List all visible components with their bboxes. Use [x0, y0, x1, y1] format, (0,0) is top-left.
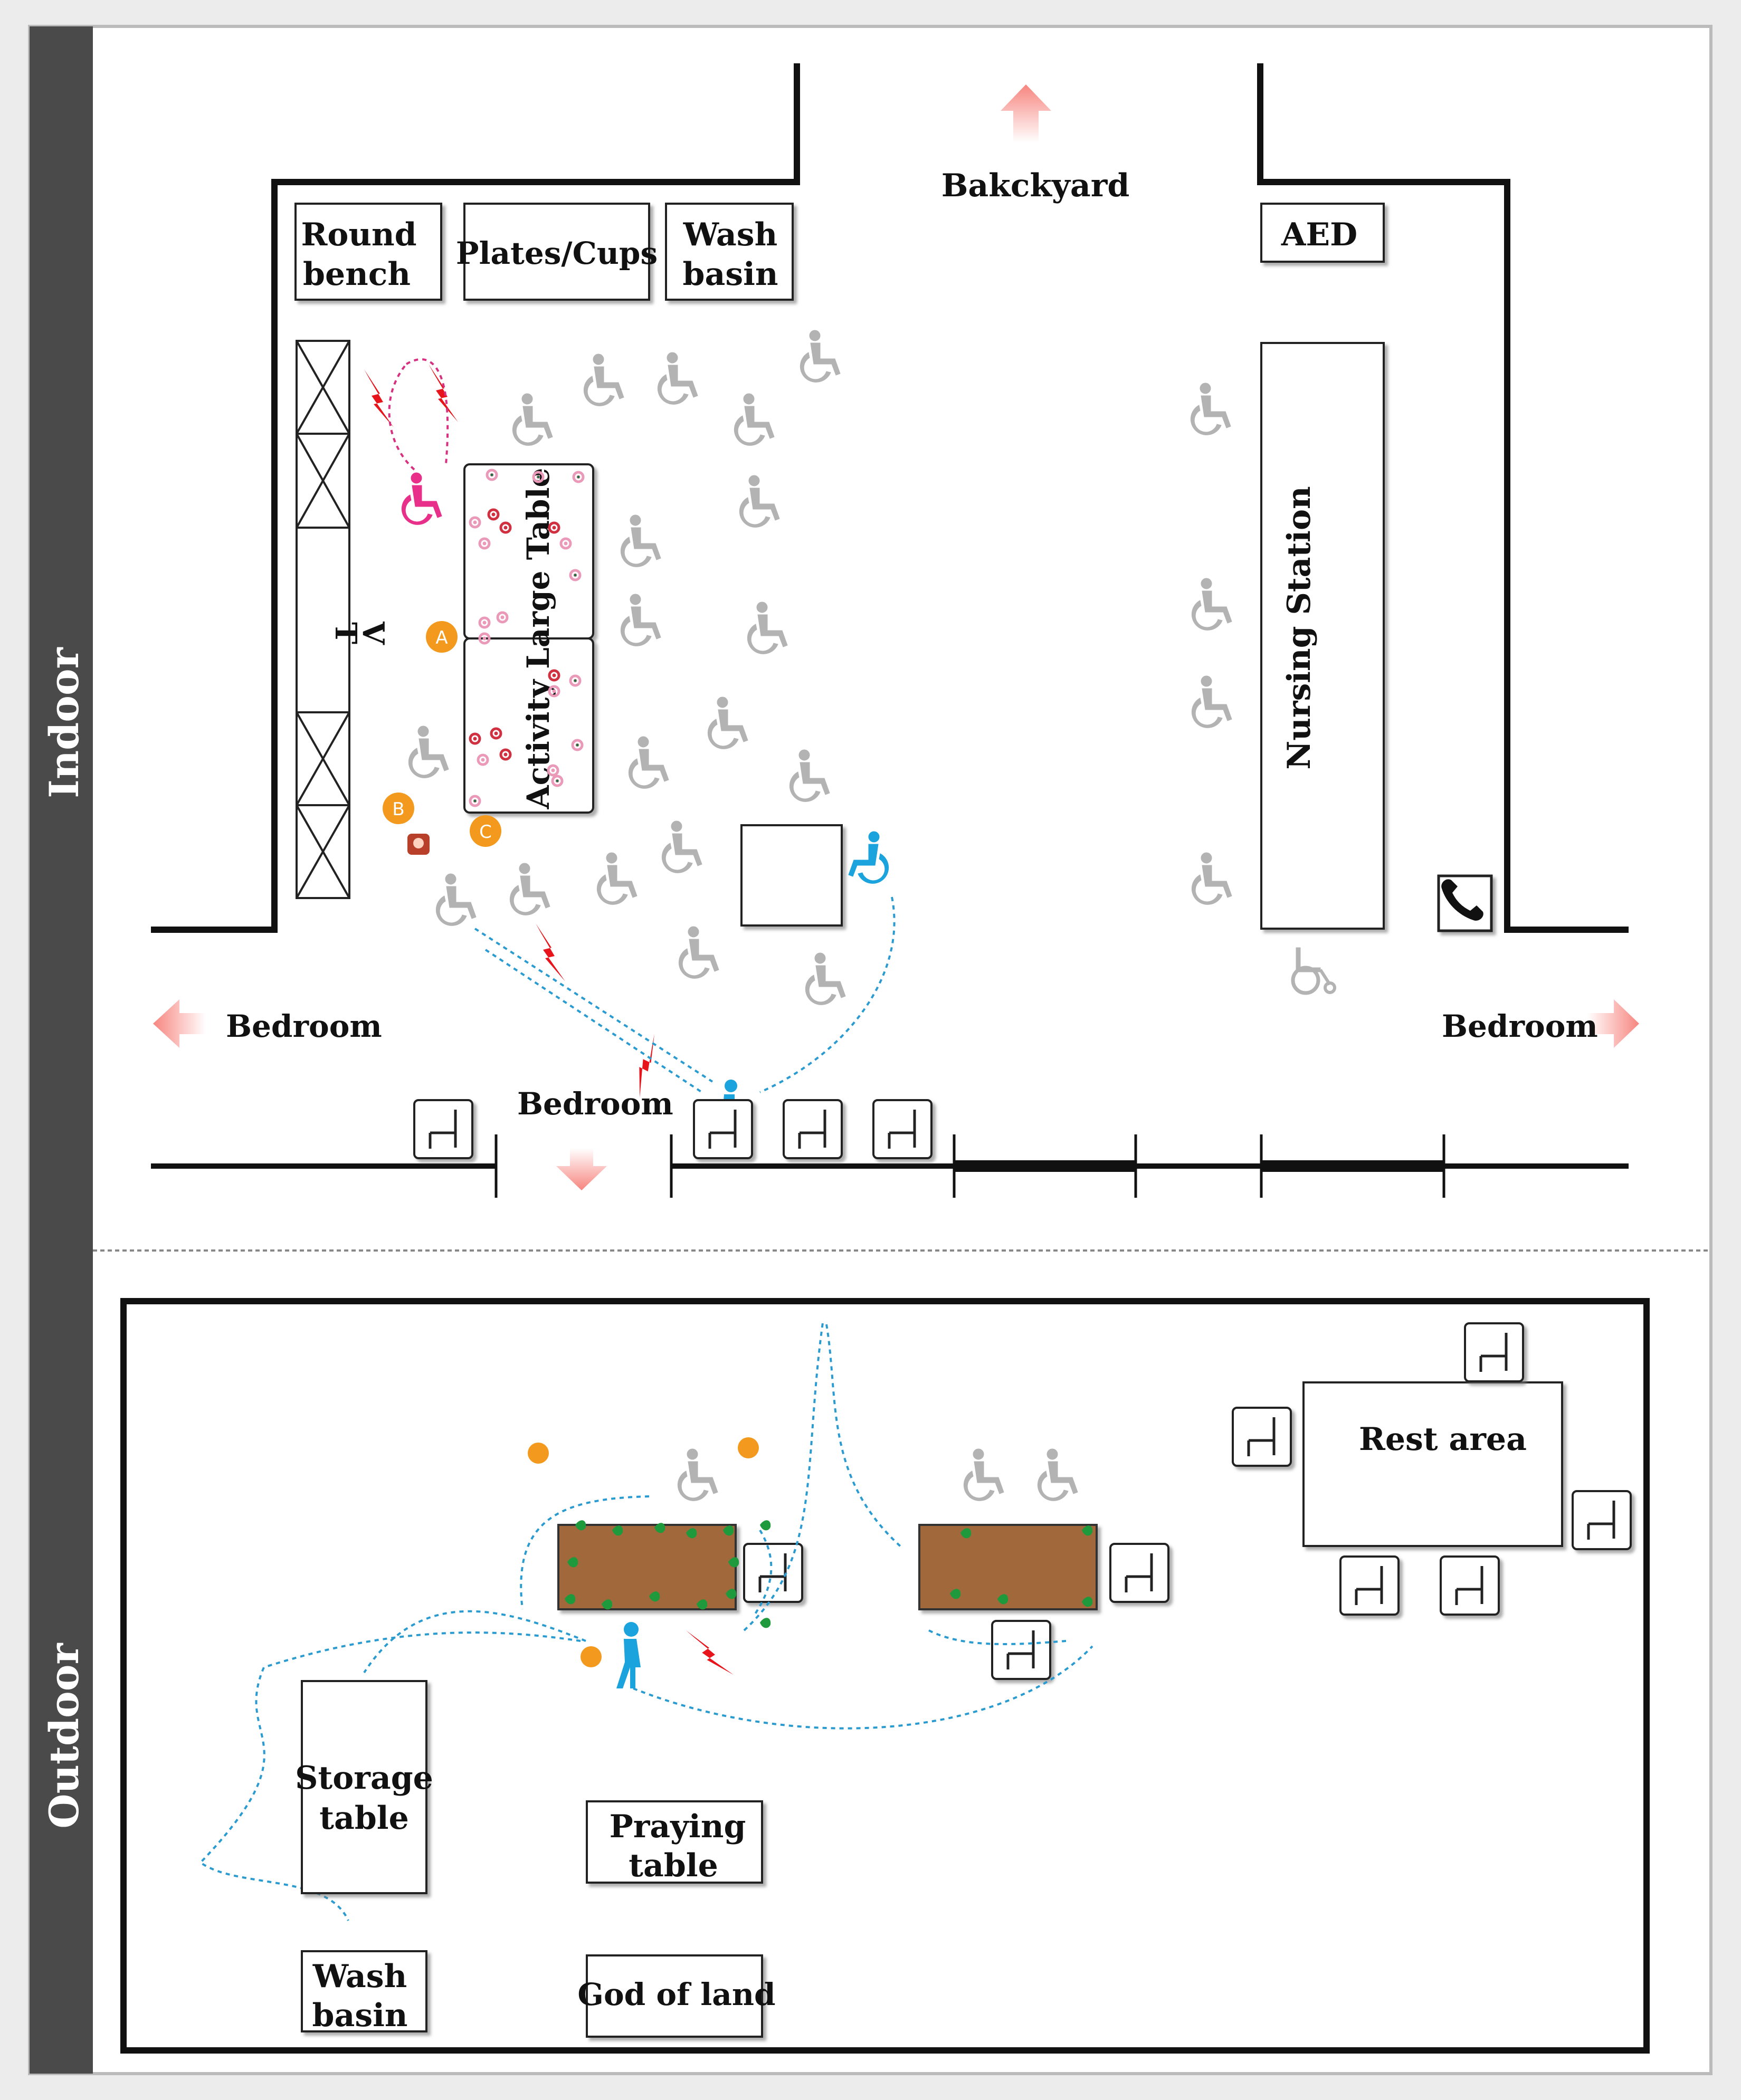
phone-icon	[1437, 874, 1493, 932]
wash-basin-label-2: basin	[682, 256, 778, 293]
bedroom-bottom-label: Bedroom	[517, 1086, 673, 1122]
outdoor-sidebar	[30, 1251, 93, 2074]
tv-letter-v: V	[356, 621, 391, 645]
outdoor-orange-markers	[528, 1437, 759, 1667]
nursing-station-label: Nursing Station	[1281, 486, 1318, 769]
aed-label: AED	[1281, 216, 1357, 253]
orange-markers: A B C	[383, 621, 501, 847]
marker-c: C	[479, 822, 492, 843]
square-table	[740, 824, 843, 927]
nursing-station-box	[1260, 342, 1385, 930]
indoor-walls	[151, 63, 1629, 1172]
bedroom-right-arrow	[1587, 999, 1639, 1048]
outdoor-wash-basin-label: Wash	[312, 1958, 407, 1995]
praying-table-box	[586, 1800, 763, 1884]
outer-frame	[28, 25, 1713, 2075]
blue-paths-outdoor	[198, 1319, 1093, 1921]
indoor-sidebar	[30, 26, 93, 1251]
aed-box	[1260, 203, 1385, 263]
bedroom-bottom-arrow	[556, 1148, 607, 1190]
blue-walking-person-icon	[616, 1622, 641, 1688]
activity-table-bottom	[463, 637, 594, 814]
indoor-label: Indoor	[41, 647, 88, 798]
plates-cups-label: Plates/Cups	[456, 235, 658, 271]
rest-area-label: Rest area	[1359, 1421, 1527, 1458]
planter-left	[557, 1524, 737, 1610]
wash-basin-box	[665, 203, 794, 301]
outdoor-wash-basin-label-2: basin	[312, 1997, 407, 2034]
storage-table-label-2: table	[319, 1800, 409, 1837]
bedroom-right-label: Bedroom	[1442, 1008, 1598, 1044]
blue-paths-indoor	[474, 896, 896, 1093]
plates-cups-box	[463, 203, 650, 301]
outdoor-label: Outdoor	[41, 1643, 88, 1828]
planter-right	[918, 1524, 1098, 1610]
flower-pot-icon	[407, 834, 430, 855]
rest-area-box	[1302, 1381, 1563, 1547]
god-of-land-box	[586, 1954, 763, 2038]
god-of-land-label: God of land	[577, 1977, 775, 2012]
praying-table-label-2: table	[629, 1847, 718, 1884]
pink-interaction-paths	[388, 358, 449, 471]
activity-table-label: Activity Large Table	[520, 468, 556, 810]
marker-b: B	[392, 799, 404, 820]
tv-letter-t: T	[328, 622, 363, 644]
outdoor-wash-basin-box	[301, 1950, 427, 2032]
backyard-label: Bakckyard	[941, 167, 1130, 204]
praying-table-label: Praying	[610, 1808, 746, 1845]
round-bench-box	[294, 203, 442, 301]
outdoor-boundary	[120, 1298, 1650, 2054]
backyard-arrow	[1001, 84, 1051, 142]
wall-ticks	[494, 1134, 1445, 1198]
round-bench-label: Round	[301, 216, 416, 253]
wash-basin-label: Wash	[683, 216, 777, 253]
marker-a: A	[435, 627, 448, 648]
bedroom-left-arrow	[153, 999, 206, 1048]
blue-wheelchair-icon	[848, 831, 889, 884]
storage-table-label: Storage	[295, 1760, 433, 1797]
storage-table-box	[301, 1680, 427, 1894]
round-bench-label-2: bench	[303, 256, 411, 293]
bedroom-left-label: Bedroom	[226, 1008, 382, 1044]
tv-cabinet	[296, 340, 350, 899]
